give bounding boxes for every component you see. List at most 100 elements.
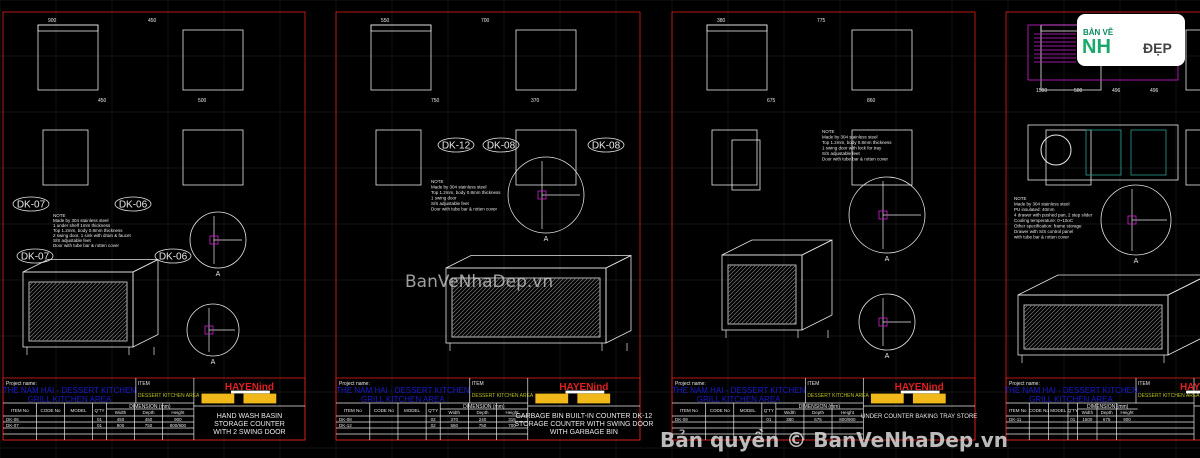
hatch-line xyxy=(41,281,102,342)
detail-circle xyxy=(186,303,240,357)
profile-highlight xyxy=(878,210,888,220)
hatch-line xyxy=(727,264,745,282)
hatch-line xyxy=(776,304,797,325)
tag-label: DK-06 xyxy=(159,252,188,263)
hatch-line xyxy=(451,277,461,287)
counter-front xyxy=(1017,294,1169,356)
hatch-line xyxy=(28,281,42,295)
drawing-title: STORAGE COUNTER xyxy=(214,421,285,428)
hatch-line xyxy=(1091,304,1137,350)
hatch-line xyxy=(451,277,505,331)
hatch-line xyxy=(1095,304,1141,350)
hatch-line xyxy=(792,320,797,325)
brand-bar xyxy=(870,393,904,404)
hatch-line xyxy=(451,277,509,335)
tag-ellipse xyxy=(16,248,54,264)
hatch-line xyxy=(748,276,797,325)
brand-bar xyxy=(577,393,611,404)
dimension-text: 775 xyxy=(817,18,826,24)
hatch-line xyxy=(1115,304,1161,350)
table-cell: 380 xyxy=(786,417,794,422)
fan-circle xyxy=(1040,134,1072,166)
hatch-line xyxy=(1111,304,1157,350)
hatch-line xyxy=(1043,304,1089,350)
outline xyxy=(851,29,913,91)
brand-bar xyxy=(243,393,277,404)
item-label: ITEM xyxy=(807,381,819,387)
table-cell: 800/900 xyxy=(170,423,187,428)
logo-top-text: BẢN VẼ xyxy=(1083,28,1114,37)
section-detail: A xyxy=(858,293,916,360)
brand-underline xyxy=(231,390,270,394)
title-block-frame xyxy=(2,377,306,441)
project-label: Project name: xyxy=(1009,381,1040,387)
note-line: Drawer with S/S control panel xyxy=(1014,229,1073,234)
hatch-line xyxy=(1151,338,1163,350)
project-name: THE NAM HAI - DESSERT KITCHEN xyxy=(1004,386,1138,395)
hatch-line xyxy=(740,268,797,325)
hatch-line xyxy=(592,329,601,338)
hatch-line xyxy=(57,281,118,342)
drawing-title: WITH GARBAGE BIN xyxy=(550,429,618,436)
outline xyxy=(515,129,577,186)
drawing-sheet-2[interactable]: Project name:THE NAM HAI - DESSERT KITCH… xyxy=(335,11,653,441)
hatch-line xyxy=(572,309,601,338)
hatch-line xyxy=(121,335,128,342)
column-header: CODE No xyxy=(710,408,731,413)
table-cell: 02 xyxy=(431,417,437,422)
item-tag: DK-12 xyxy=(437,137,475,153)
hatch-line xyxy=(28,281,78,331)
column-header: Q'TY xyxy=(764,408,774,413)
outline xyxy=(1185,29,1200,91)
item-area: DESSERT KITCHEN AREA xyxy=(1138,393,1200,399)
hatch-line xyxy=(97,311,128,342)
section-detail: A xyxy=(1100,184,1172,265)
hatch-line xyxy=(468,277,529,338)
hatch-line xyxy=(28,281,82,335)
dimension-text: 380 xyxy=(717,18,726,24)
column-header: Depth xyxy=(142,410,155,415)
table-cell: DK-11 xyxy=(1009,417,1022,422)
project-name: THE NAM HAI - DESSERT KITCHEN xyxy=(672,386,806,395)
hatch-line xyxy=(1023,304,1041,322)
drawing-sheet-4[interactable]: Project name:THE NAM HAI - DESSERT KITCH… xyxy=(1004,11,1200,441)
column-header: ITEM No xyxy=(344,408,362,413)
outline xyxy=(37,24,99,91)
hatch-line xyxy=(756,284,797,325)
hatch-line xyxy=(1079,304,1125,350)
hatch-line xyxy=(727,264,765,302)
hatch-line xyxy=(544,281,601,338)
hatch-line xyxy=(1159,346,1163,350)
drawing-sheet-1[interactable]: Project name:THE NAM HAI - DESSERT KITCH… xyxy=(2,11,306,441)
hatch-line xyxy=(1035,304,1081,350)
hatch-line xyxy=(451,277,489,315)
project-area: GRILL KITCHEN AREA xyxy=(361,395,445,404)
table-cell: DK-09 xyxy=(675,417,688,422)
table-cell: 02 xyxy=(431,423,437,428)
drawer-grid xyxy=(1085,129,1122,176)
item-tag: DK-06 xyxy=(114,196,152,212)
hatch-line xyxy=(53,281,114,342)
hatch-line xyxy=(33,281,94,342)
note-line: S/S adjustable feet xyxy=(53,238,92,243)
table-cell: 550 xyxy=(451,423,459,428)
hatch-line xyxy=(588,325,601,338)
title-block: Project name:THE NAM HAI - DESSERT KITCH… xyxy=(335,377,653,441)
hatch-line xyxy=(28,281,74,327)
column-header: ITEM No xyxy=(1009,408,1027,413)
hatch-line xyxy=(85,299,128,342)
table-cell: 800/900 xyxy=(839,417,856,422)
drawing-title: UNDER COUNTER BAKING TRAY STORE xyxy=(861,414,977,420)
hatch-line xyxy=(536,277,597,338)
drawing-sheet-3[interactable]: Project name:THE NAM HAI - DESSERT KITCH… xyxy=(671,11,977,441)
item-label: ITEM xyxy=(472,381,484,387)
hatch-line xyxy=(1067,304,1113,350)
hatch-line xyxy=(1107,304,1153,350)
hatch-line xyxy=(1075,304,1121,350)
hatch-line xyxy=(464,277,525,338)
hatch-line xyxy=(1023,304,1049,330)
hatch-line xyxy=(1023,304,1065,346)
hatch-line xyxy=(727,264,749,286)
